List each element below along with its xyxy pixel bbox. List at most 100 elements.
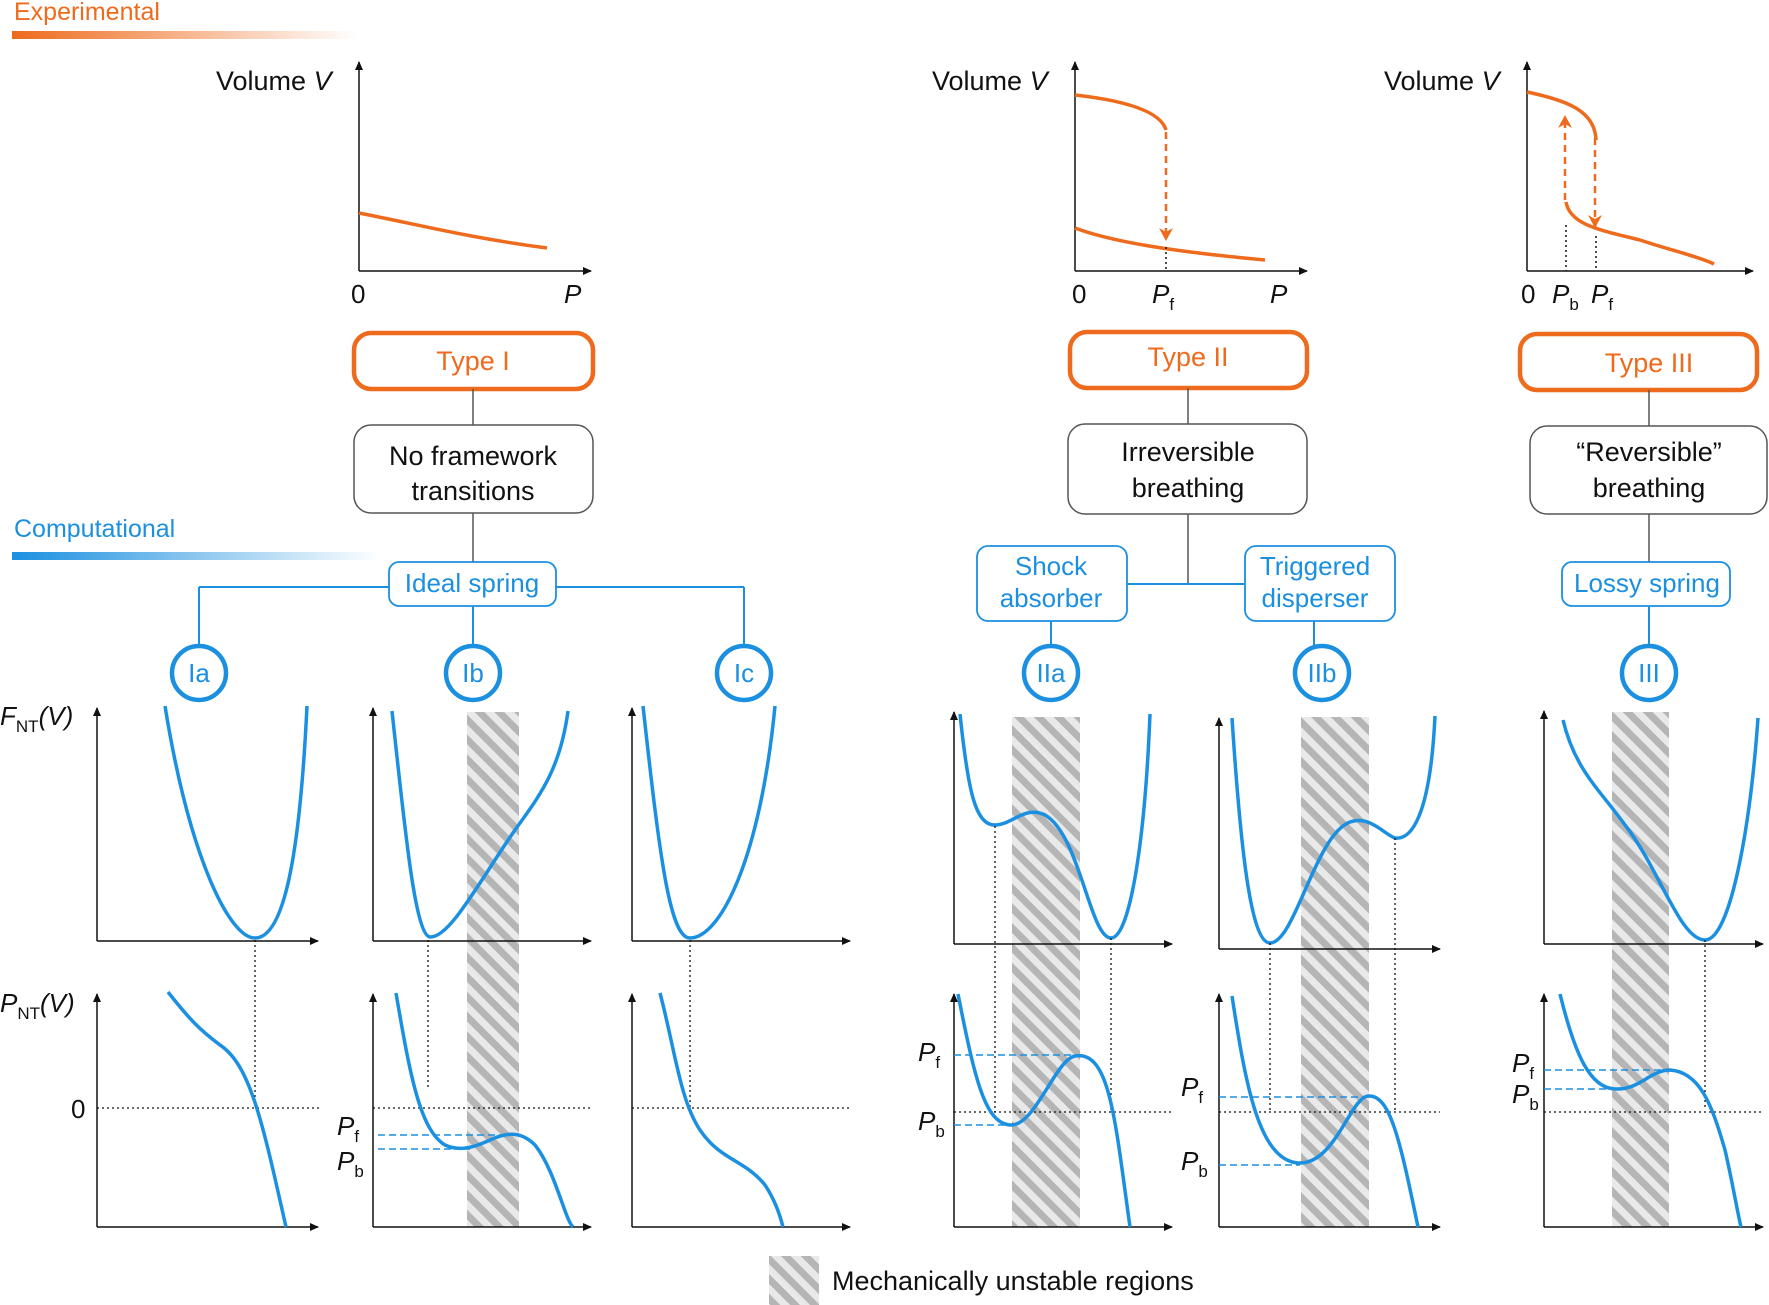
- lossy-spring-box: [1561, 561, 1731, 607]
- fnt-plot-ia: [93, 705, 319, 945]
- circle-ic: [714, 643, 774, 703]
- pnt-iii-curve: [1558, 993, 1743, 1228]
- circle-iib-label: IIb: [1308, 658, 1337, 688]
- pnt-iib-pb-label: Pb: [1181, 1146, 1208, 1181]
- triggered-disperser-box: [1244, 545, 1396, 622]
- type1-node: Type I No framework transitions: [351, 330, 596, 563]
- experimental-gradient-bar: [12, 31, 357, 39]
- ideal-spring-label: Ideal spring: [405, 568, 539, 598]
- shock-absorber-line2: absorber: [1000, 583, 1103, 613]
- exp2-zero: 0: [1072, 279, 1086, 309]
- fnt-iib-curve: [1230, 715, 1437, 945]
- hatch-iii: [1612, 712, 1669, 1227]
- class-circles: Ia Ib Ic IIa IIb III: [169, 643, 1679, 703]
- pnt-ib-curve: [394, 992, 575, 1229]
- fnt-ia-curve: [163, 705, 309, 940]
- pnt-iii-pb-label: Pb: [1512, 1079, 1539, 1114]
- exp3-pb-label: Pb: [1552, 279, 1579, 314]
- type2-desc-line2: breathing: [1132, 473, 1245, 503]
- circle-ia-label: Ia: [188, 658, 210, 688]
- exp3-lower-curve: [1564, 201, 1715, 266]
- triggered-disperser-line1: Triggered: [1260, 551, 1370, 581]
- fnt-iii-curve: [1561, 717, 1760, 942]
- pnt-plot-iii: Pf Pb: [1512, 993, 1764, 1231]
- circle-ia: [169, 643, 229, 703]
- fnt-ib-curve: [390, 710, 570, 939]
- lossy-spring-branch: Lossy spring: [1561, 561, 1731, 648]
- circle-ic-label: Ic: [734, 658, 754, 688]
- type3-label: Type III: [1605, 348, 1694, 378]
- type2-model-branch: Shock absorber Triggered disperser: [976, 545, 1396, 648]
- fnt-axis-label: FNT(V): [0, 701, 73, 736]
- hatch-iia: [1012, 717, 1080, 1227]
- computational-gradient-bar: [12, 552, 380, 560]
- type3-box: [1517, 331, 1760, 393]
- pnt-plot-ib: Pf Pb: [337, 992, 592, 1231]
- circle-ib-label: Ib: [462, 658, 484, 688]
- pnt-ib-pb-label: Pb: [337, 1146, 364, 1181]
- shock-absorber-line1: Shock: [1015, 551, 1088, 581]
- exp2-p-label: P: [1270, 279, 1288, 309]
- computational-header: Computational: [12, 515, 380, 560]
- legend-label: Mechanically unstable regions: [832, 1266, 1194, 1296]
- pnt-zero-label: 0: [71, 1094, 85, 1124]
- exp3-upper-curve: [1526, 90, 1598, 141]
- fnt-plot-ib: [369, 707, 592, 945]
- type1-desc-line1: No framework: [389, 441, 558, 471]
- fnt-plot-ic: [628, 705, 851, 945]
- exp1-volume-label: Volume V: [216, 66, 335, 96]
- exp-plot-type3: Volume V 0 Pb Pf: [1384, 61, 1754, 314]
- circle-ib: [443, 643, 503, 703]
- circle-iib: [1292, 643, 1352, 703]
- circle-iia: [1021, 643, 1081, 703]
- exp1-zero: 0: [351, 279, 365, 309]
- pnt-axis-label: PNT(V): [0, 988, 75, 1023]
- unstable-regions: [467, 712, 1669, 1227]
- ideal-spring-branch: Ideal spring: [198, 561, 745, 647]
- fnt-plot-iia: [950, 711, 1173, 948]
- fnt-plot-iib: [1215, 715, 1441, 953]
- type2-label: Type II: [1147, 342, 1228, 372]
- pnt-ic-curve: [658, 992, 785, 1228]
- exp2-pf-label: Pf: [1152, 279, 1174, 314]
- type2-node: Type II Irreversible breathing: [1067, 329, 1310, 584]
- exp-plot-type2: Volume V 0 Pf P: [932, 61, 1308, 314]
- type2-desc-line1: Irreversible: [1121, 437, 1255, 467]
- type1-label: Type I: [436, 346, 510, 376]
- type3-node: Type III “Reversible” breathing: [1517, 331, 1768, 563]
- exp3-pf-label: Pf: [1591, 279, 1613, 314]
- lossy-spring-label: Lossy spring: [1574, 568, 1720, 598]
- fnt-plot-iii: [1540, 710, 1764, 948]
- experimental-label: Experimental: [14, 0, 160, 26]
- pnt-iii-pf-label: Pf: [1512, 1048, 1534, 1083]
- pnt-plot-ic: [628, 992, 851, 1231]
- exp1-p-label: P: [564, 279, 582, 309]
- exp2-volume-label: Volume V: [932, 66, 1051, 96]
- exp2-lower-curve: [1074, 226, 1266, 262]
- pnt-ib-pf-label: Pf: [337, 1111, 359, 1146]
- exp2-upper-curve: [1074, 93, 1168, 131]
- pnt-iib-pf-label: Pf: [1181, 1072, 1203, 1107]
- exp-plot-type1: Volume V 0 P: [216, 61, 592, 309]
- circle-iii: [1619, 643, 1679, 703]
- triggered-disperser-line2: disperser: [1262, 583, 1369, 613]
- pnt-ia-curve: [166, 990, 288, 1228]
- pnt-iia-pf-label: Pf: [918, 1037, 940, 1072]
- legend: Mechanically unstable regions: [769, 1256, 1194, 1305]
- exp1-volume-curve: [358, 211, 548, 250]
- legend-hatch-swatch: [769, 1256, 819, 1305]
- type3-desc-line1: “Reversible”: [1576, 437, 1722, 467]
- type1-desc-line2: transitions: [411, 476, 534, 506]
- pnt-plot-iia: Pf Pb: [918, 993, 1173, 1231]
- type3-desc-line2: breathing: [1593, 473, 1706, 503]
- exp3-volume-label: Volume V: [1384, 66, 1503, 96]
- hatch-ib: [467, 712, 519, 1227]
- pnt-plot-iib: Pf Pb: [1181, 993, 1441, 1231]
- shock-absorber-box: [976, 545, 1128, 622]
- computational-label: Computational: [14, 515, 175, 543]
- circle-iia-label: IIa: [1037, 658, 1066, 688]
- minimum-guides: [254, 826, 1706, 1112]
- fnt-ic-curve: [641, 705, 777, 940]
- fnt-iia-curve: [958, 713, 1152, 940]
